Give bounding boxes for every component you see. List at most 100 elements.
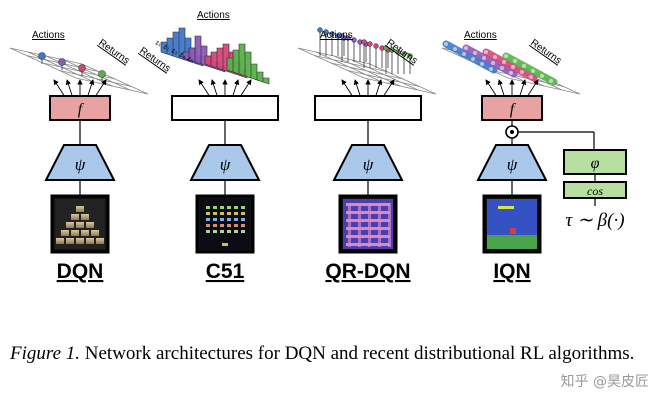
grid-line: [314, 55, 387, 72]
invader: [234, 230, 238, 233]
invader: [227, 218, 231, 221]
invader: [206, 218, 210, 221]
output-arrow: [485, 79, 497, 97]
caption-figure-label: Figure 1.: [10, 343, 81, 364]
pyramid-cube: [66, 222, 74, 228]
output-arrow: [210, 79, 218, 97]
architecture-name: DQN: [57, 260, 104, 283]
invader: [241, 224, 245, 227]
grid-line: [330, 62, 404, 80]
quantile-point: [329, 31, 335, 37]
pyramid-cube: [71, 214, 79, 220]
returns-axis-label: Returns: [96, 37, 131, 66]
maze-wall: [358, 203, 361, 247]
output-arrow: [87, 79, 95, 97]
sample-dot: [464, 46, 468, 50]
output-arrow: [497, 79, 505, 97]
grid-line: [75, 77, 149, 95]
enemy-ship: [498, 206, 514, 209]
invader: [234, 206, 238, 209]
q-value-point: [58, 58, 66, 66]
cos-label: cos: [587, 184, 603, 198]
q-value-point: [78, 64, 86, 72]
invader: [206, 206, 210, 209]
sample-dot: [522, 64, 526, 68]
invader: [220, 230, 224, 233]
pyramid-cube: [76, 206, 84, 212]
pyramid-cube: [91, 230, 99, 236]
q-value-point: [98, 70, 106, 78]
pyramid-cube: [86, 238, 94, 244]
tau-sampling-expression: τ ∼ β(·): [565, 210, 624, 231]
output-arrow: [527, 79, 539, 97]
game-frame: [50, 194, 110, 254]
output-arrow: [240, 79, 252, 97]
sample-dot: [462, 52, 466, 56]
invader: [220, 212, 224, 215]
maze-wall: [378, 203, 381, 247]
caption-text: Network architectures for DQN and recent…: [80, 343, 635, 364]
actions-axis-label: Actions: [197, 10, 230, 21]
returns-axis-label: Returns: [528, 37, 563, 66]
pyramid-cube: [66, 238, 74, 244]
phi-label: φ: [591, 155, 600, 172]
ground: [487, 235, 537, 249]
invader: [234, 218, 238, 221]
quantile-point: [383, 45, 389, 51]
player-cannon: [222, 243, 228, 246]
invader: [241, 212, 245, 215]
sample-dot: [471, 57, 475, 61]
invader: [234, 212, 238, 215]
maze-wall: [348, 203, 351, 247]
invader: [220, 218, 224, 221]
quantile-point: [323, 29, 329, 35]
invader: [227, 212, 231, 215]
sample-dot: [520, 70, 524, 74]
support-atom-label: z₂: [162, 43, 171, 52]
quantile-point: [345, 35, 351, 41]
actions-axis-label: Actions: [320, 30, 353, 41]
support-atom-label: z₁: [154, 39, 163, 48]
quantile-point: [395, 49, 401, 55]
invader: [213, 224, 217, 227]
maze-wall: [368, 203, 371, 247]
invader: [213, 212, 217, 215]
invader: [241, 230, 245, 233]
grid-line: [9, 47, 83, 65]
sample-dot: [482, 56, 486, 60]
actions-axis-label: Actions: [464, 30, 497, 41]
phi-box: [563, 149, 627, 175]
pyramid-cube: [81, 214, 89, 220]
pyramid-cube: [56, 238, 64, 244]
quantile-point: [389, 47, 395, 53]
quantile-point: [317, 27, 323, 33]
pyramid-cube: [61, 230, 69, 236]
invader: [220, 224, 224, 227]
sample-dot: [491, 61, 495, 65]
output-arrow: [519, 79, 527, 97]
invader: [227, 206, 231, 209]
torso-trapezoid: [189, 144, 261, 181]
output-arrow: [198, 79, 210, 97]
sample-dot: [504, 54, 508, 58]
sample-dot: [509, 71, 513, 75]
sample-dot: [480, 62, 484, 66]
sample-dot: [511, 65, 515, 69]
quantile-point: [367, 41, 373, 47]
output-arrow: [383, 79, 395, 97]
grid-line: [347, 70, 420, 87]
sample-dot: [513, 59, 517, 63]
pyramid-cube: [81, 230, 89, 236]
game-frame: [482, 194, 542, 254]
head-box: [49, 95, 111, 121]
output-arrow: [232, 79, 240, 97]
pyramid-cube: [96, 238, 104, 244]
quantile-point: [373, 43, 379, 49]
head-label: f: [78, 101, 85, 118]
game-frame: [195, 194, 255, 254]
